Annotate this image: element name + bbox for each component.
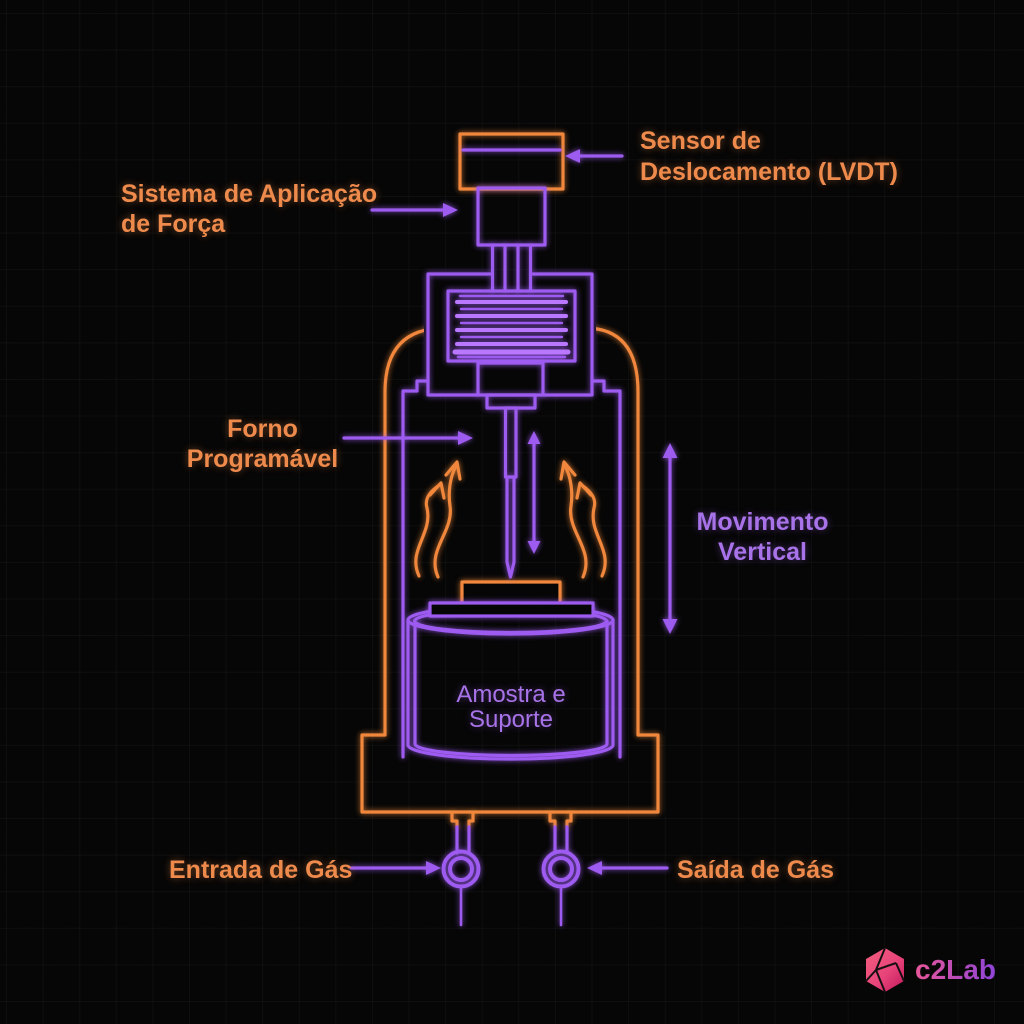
gas-outlet-label: Saída de Gás (677, 856, 835, 884)
sample-support-label: Amostra e Suporte (411, 682, 611, 732)
c2lab-logo: c2Lab (862, 946, 1020, 994)
probe-shaft (476, 361, 545, 579)
lvdt-sensor-box (458, 132, 565, 191)
label-line: de Força (121, 210, 226, 238)
label-line: Movimento (696, 508, 829, 536)
housing-mask (424, 270, 596, 398)
c2lab-logo-text: c2Lab (915, 954, 996, 985)
label-line: Vertical (718, 538, 807, 566)
label-arrows (342, 149, 669, 875)
label-line: Suporte (468, 706, 554, 733)
lvdt-sensor-label: Sensor de Deslocamento (LVDT) (640, 126, 898, 188)
heat-arrow (433, 464, 458, 579)
vertical-motion-arrow (662, 443, 678, 634)
label-line: Forno (227, 415, 298, 443)
gas-inlet-port (441, 825, 481, 927)
heat-arrow-head (559, 460, 577, 481)
push-rods (490, 243, 533, 293)
gas-inlet-label: Entrada de Gás (169, 856, 353, 884)
heat-arrow-head (575, 481, 593, 500)
label-line: Deslocamento (LVDT) (640, 158, 898, 186)
probe-tip (505, 475, 516, 579)
lvdt-coil-assembly (446, 289, 577, 363)
coil-housing (401, 272, 622, 759)
c2lab-hexagon-icon (865, 947, 905, 993)
force-label-arrow (370, 203, 458, 217)
furnace-label-arrow (342, 431, 473, 445)
heat-arrow (563, 464, 588, 579)
support-platform (428, 601, 595, 618)
logo-wordmark: c2Lab (915, 954, 996, 985)
vertical-movement-label: Movimento Vertical (660, 507, 865, 567)
gas-out-label-arrow (587, 861, 669, 875)
inner-chamber-wall (401, 379, 430, 759)
inner-chamber-wall (590, 379, 622, 759)
heat-arrow-head (428, 481, 446, 500)
force-application-box (476, 186, 547, 247)
label-line: Sistema de Aplicação (121, 180, 378, 208)
label-line: Amostra e (456, 681, 566, 708)
heat-arrow-head (444, 460, 462, 481)
force-system-label: Sistema de Aplicação de Força (121, 179, 377, 239)
gas-port-stubs (450, 811, 573, 829)
label-line: Sensor de (640, 127, 761, 155)
label-line: Programável (186, 445, 339, 473)
gas-in-label-arrow (349, 861, 441, 875)
probe-motion-arrow (527, 431, 541, 554)
sensor-label-arrow (565, 149, 624, 163)
gas-outlet-port (541, 825, 581, 927)
furnace-label: Forno Programável (160, 414, 365, 474)
sample-cylinder (406, 604, 615, 761)
heat-arrows (414, 460, 607, 579)
